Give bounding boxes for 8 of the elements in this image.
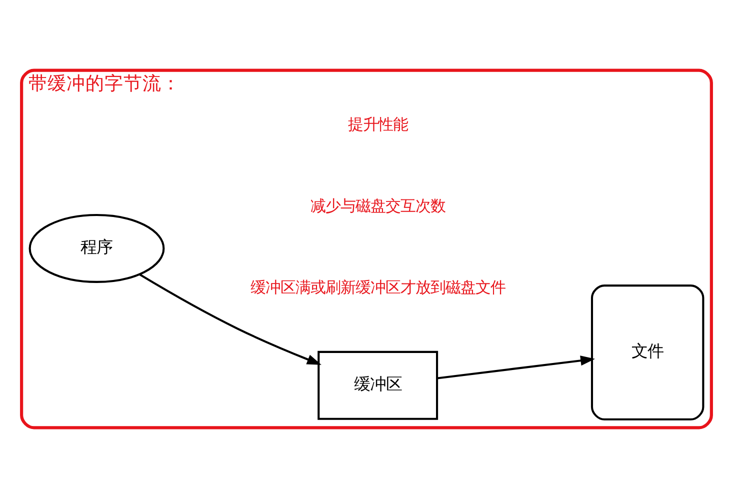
- node-box: 文件: [590, 284, 704, 420]
- label: 缓冲区满或刷新缓冲区才放到磁盘文件: [250, 278, 505, 296]
- arrow: [436, 355, 595, 379]
- label: 提升性能: [347, 115, 408, 134]
- arrow: [138, 273, 321, 364]
- node-ellipse: 程序: [28, 214, 164, 282]
- label: 减少与磁盘交互次数: [310, 196, 445, 214]
- node-box: 缓冲区: [317, 350, 438, 420]
